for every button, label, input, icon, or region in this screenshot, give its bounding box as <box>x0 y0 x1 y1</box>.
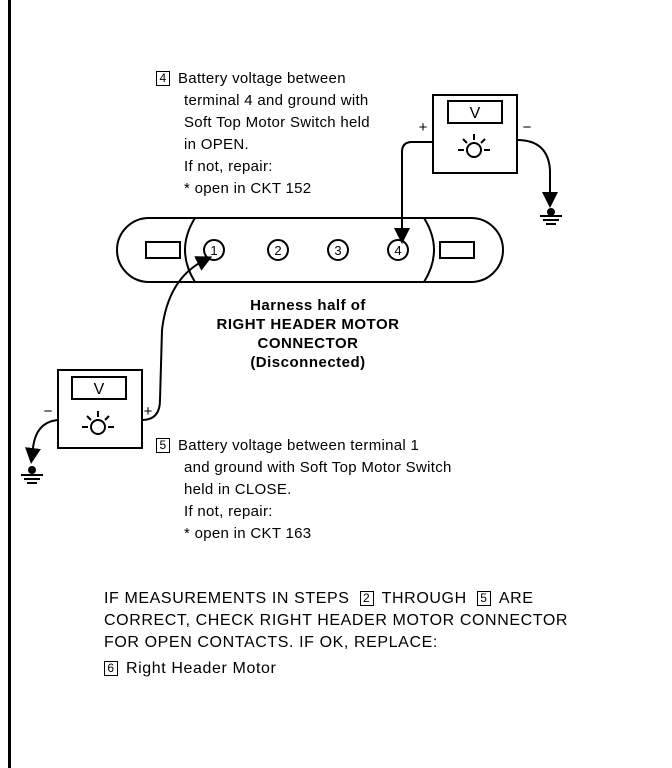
voltmeter-top: V + − <box>419 94 532 174</box>
lead-left-negative <box>25 419 59 464</box>
ground-icon-left <box>21 466 43 484</box>
meter-lamp-icon <box>458 134 490 158</box>
step5-line-5: * open in CKT 163 <box>184 525 312 542</box>
page-border <box>8 0 11 768</box>
terminal-1: 1 <box>203 239 225 261</box>
lead-top-negative <box>516 139 558 208</box>
step5-line-4: If not, repair: <box>184 503 273 520</box>
footer-box-2: 2 <box>359 591 374 606</box>
voltmeter-top-v-label: V <box>470 105 481 122</box>
meter-lamp-icon <box>82 411 114 435</box>
footer-box-5: 5 <box>476 591 491 606</box>
connector-caption-1: Harness half of <box>250 297 366 314</box>
step5-number-box: 5 <box>156 438 170 453</box>
connector-caption-2: RIGHT HEADER MOTOR <box>216 316 400 333</box>
voltmeter-top-plus: + <box>419 119 428 136</box>
lead-left-positive <box>141 256 213 421</box>
terminal-3-label: 3 <box>334 243 341 258</box>
step5-line-2: and ground with Soft Top Motor Switch <box>184 459 452 476</box>
step4-number-box: 4 <box>156 71 170 86</box>
terminal-4: 4 <box>387 239 409 261</box>
step4-line-3: Soft Top Motor Switch held <box>184 114 370 131</box>
voltmeter-left: V + − <box>44 369 153 449</box>
terminal-3: 3 <box>327 239 349 261</box>
voltmeter-left-v-label: V <box>94 381 105 398</box>
connector-caption-3: CONNECTOR <box>257 335 359 352</box>
step6-number-box: 6 <box>104 661 118 676</box>
step4-line-5: If not, repair: <box>184 158 273 175</box>
terminal-1-label: 1 <box>210 243 217 258</box>
ground-icon-top <box>540 208 562 225</box>
terminal-2: 2 <box>267 239 289 261</box>
step5-line-3: held in CLOSE. <box>184 481 292 498</box>
voltmeter-left-minus: − <box>44 403 53 420</box>
footer-step6: 6 Right Header Motor <box>104 658 276 680</box>
step4-line-4: in OPEN. <box>184 136 249 153</box>
voltmeter-left-plus: + <box>144 403 153 420</box>
step4-line-6: * open in CKT 152 <box>184 180 312 197</box>
terminal-2-label: 2 <box>274 243 281 258</box>
lead-top-positive <box>394 141 433 244</box>
terminal-4-label: 4 <box>394 243 401 258</box>
connector-body <box>116 217 504 283</box>
footer-line-2: CORRECT, CHECK RIGHT HEADER MOTOR CONNEC… <box>104 612 569 629</box>
voltmeter-top-minus: − <box>523 119 532 136</box>
step4-line-2: terminal 4 and ground with <box>184 92 369 109</box>
step6-text: Right Header Motor <box>126 660 277 677</box>
connector-caption-4: (Disconnected) <box>250 354 366 371</box>
footer-line-3: FOR OPEN CONTACTS. IF OK, REPLACE: <box>104 634 438 651</box>
